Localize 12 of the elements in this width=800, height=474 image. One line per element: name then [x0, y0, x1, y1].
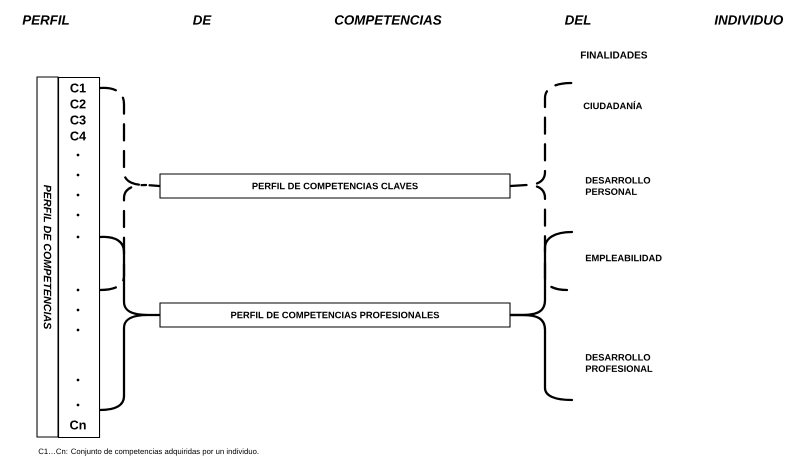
purpose-label: DESARROLLO PROFESIONAL	[586, 354, 652, 372]
competency-column: C1 C2 C3 C4 Cn	[58, 77, 100, 438]
profile-box: PERFIL DE COMPETENCIAS PROFESIONALES	[159, 302, 511, 328]
purpose-label: DESARROLLO PERSONAL	[586, 177, 650, 195]
purpose-label: CIUDADANÍA	[584, 100, 642, 110]
vertical-label-cell: PERFIL DE COMPETENCIAS	[36, 76, 59, 438]
brace-connector	[509, 314, 574, 402]
brace-connector	[509, 82, 574, 292]
purpose-label: EMPLEABILIDAD	[586, 254, 662, 262]
profile-box: PERFIL DE COMPETENCIAS CLAVES	[159, 173, 511, 199]
title: PERFIL DE COMPETENCIAS DEL INDIVIDUO	[22, 15, 784, 25]
column-heading: FINALIDADES	[580, 51, 648, 59]
